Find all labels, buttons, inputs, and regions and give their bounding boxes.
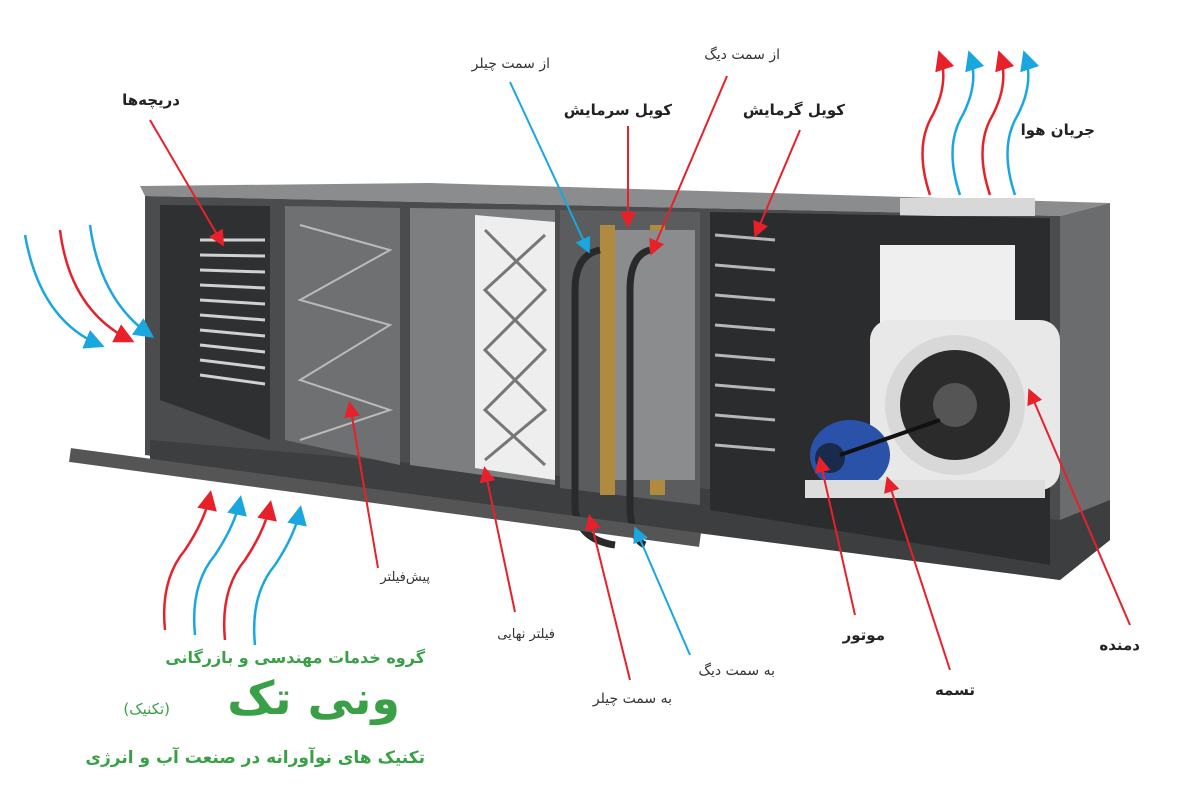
cooling-coil	[600, 225, 695, 495]
label-cooling-coil: کویل سرمایش	[563, 101, 672, 119]
label-to-boiler: به سمت دیگ	[698, 663, 775, 679]
logo-name: ونی تک	[227, 671, 400, 725]
label-dampers: دریچه‌ها	[122, 91, 180, 109]
label-pre-filter: پیش‌فیلتر	[380, 570, 430, 585]
leader-lines	[149, 75, 1131, 681]
label-from-chiller: از سمت چیلر	[471, 56, 550, 72]
bottom-airflow-arrows	[162, 490, 307, 646]
label-motor: موتور	[842, 626, 885, 644]
damper-blades	[199, 238, 266, 386]
label-from-boiler: از سمت دیگ	[704, 47, 780, 63]
blower-fan	[870, 245, 1060, 490]
outlet-airflow-arrows	[921, 50, 1040, 196]
logo-group-text: گروه خدمات مهندسی و بازرگانی	[165, 648, 425, 667]
motor	[805, 418, 1045, 498]
logo-subname: (تکنیک)	[123, 700, 170, 718]
label-airflow: جریان هوا	[1020, 121, 1095, 139]
label-blower: دمنده	[1099, 636, 1140, 654]
label-heating-coil: کویل گرمایش	[742, 101, 845, 119]
pre-filter-racks	[297, 224, 394, 441]
heating-coil	[714, 233, 776, 452]
label-to-chiller: به سمت چیلر	[592, 691, 672, 707]
label-belt: تسمه	[934, 681, 975, 699]
inlet-airflow-arrows	[23, 224, 155, 349]
label-final-filter: فیلتر نهایی	[497, 627, 555, 642]
logo-tagline: تکنیک های نوآورانه در صنعت آب و انرژی	[85, 748, 425, 768]
final-filter	[475, 215, 555, 480]
